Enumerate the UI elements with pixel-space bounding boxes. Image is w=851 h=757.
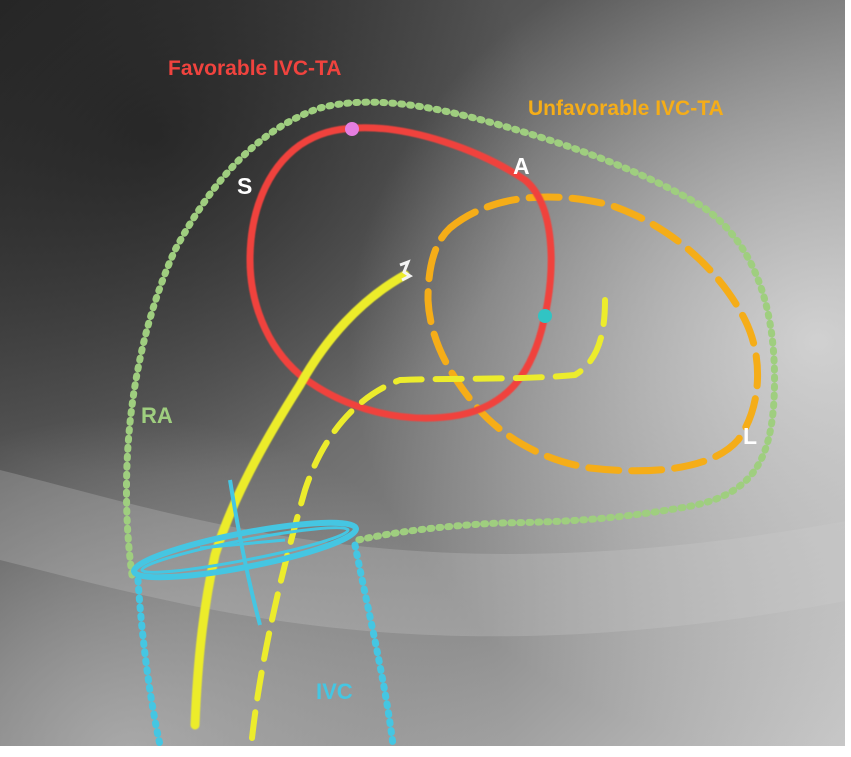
anterior-letter: A — [513, 153, 530, 179]
favorable-ivc-ta-ring — [246, 124, 555, 422]
lateral-marker — [538, 309, 552, 323]
ivc-ring — [131, 519, 359, 581]
unfavorable-label: Unfavorable IVC-TA — [528, 97, 724, 120]
unfavorable-ivc-ta-ring — [424, 193, 762, 475]
superior-letter: S — [237, 173, 253, 199]
catheter-tip — [399, 259, 413, 282]
ivc-outline-left — [134, 576, 164, 749]
ivc-outline-right — [351, 541, 397, 749]
right-atrium-outline — [122, 98, 778, 579]
right-atrium-label: RA — [141, 403, 173, 428]
catheter-alternative-course — [249, 297, 608, 741]
superior-marker — [345, 122, 359, 136]
catheter — [190, 270, 410, 730]
ivc-ring-axis — [228, 479, 262, 626]
ivc-ring-axis-horizontal — [199, 538, 286, 550]
favorable-label: Favorable IVC-TA — [168, 57, 342, 80]
lateral-letter: L — [743, 423, 758, 449]
ivc-label: IVC — [316, 679, 353, 704]
ivc-ring-inner — [140, 526, 350, 574]
